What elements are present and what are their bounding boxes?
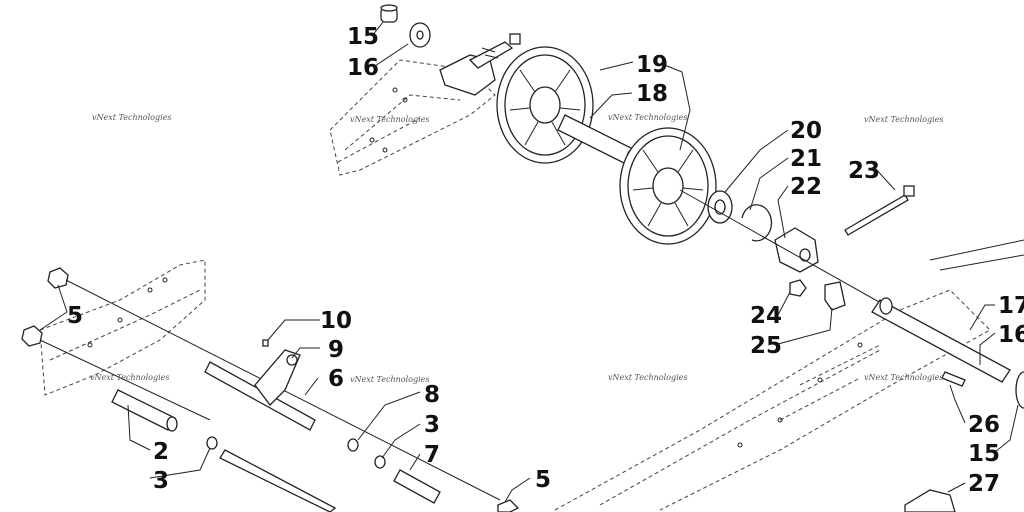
small-washer-a xyxy=(347,438,359,452)
small-washer-b xyxy=(374,455,386,469)
small-bracket-right xyxy=(824,281,846,311)
callout-16-right: 16 xyxy=(998,322,1024,348)
nut-right xyxy=(789,279,807,297)
callout-9: 9 xyxy=(328,337,344,363)
watermark: vNext Technologies xyxy=(350,115,429,124)
watermarks: vNext Technologies vNext Technologies vN… xyxy=(90,113,943,384)
watermark: vNext Technologies xyxy=(864,373,943,382)
watermark: vNext Technologies xyxy=(350,375,429,384)
callout-8: 8 xyxy=(424,382,440,408)
callout-18: 18 xyxy=(636,81,668,107)
watermark: vNext Technologies xyxy=(90,373,169,382)
callout-24: 24 xyxy=(750,303,782,329)
callout-19: 19 xyxy=(636,52,668,78)
bushing xyxy=(393,469,441,504)
callout-5-bottom: 5 xyxy=(535,467,551,493)
pivot-arm xyxy=(254,339,301,406)
watermark: vNext Technologies xyxy=(864,115,943,124)
leader-lines xyxy=(39,21,1019,503)
callout-3-left: 3 xyxy=(153,468,169,494)
axle-right xyxy=(871,297,1011,383)
callout-27: 27 xyxy=(968,471,1000,497)
callout-15-right: 15 xyxy=(968,441,1000,467)
callout-15-top: 15 xyxy=(347,24,379,50)
snap-ring xyxy=(741,204,773,242)
spacer-tube xyxy=(111,389,178,432)
idler-wheel-back xyxy=(496,46,594,164)
lower-left-rail xyxy=(39,259,206,396)
callout-3-mid: 3 xyxy=(424,412,440,438)
shaft-upper xyxy=(204,361,316,431)
callout-20: 20 xyxy=(790,118,822,144)
watermark: vNext Technologies xyxy=(608,113,687,122)
bolt-right xyxy=(941,371,966,387)
callout-26: 26 xyxy=(968,412,1000,438)
long-bolt xyxy=(844,185,915,236)
callout-5-left: 5 xyxy=(67,303,83,329)
bracket-bottom-right xyxy=(904,489,956,512)
idler-wheel-front xyxy=(619,127,717,245)
lower-right-rail xyxy=(554,239,1024,511)
callout-21: 21 xyxy=(790,146,822,172)
callout-labels: 15 16 19 18 20 21 22 23 5 10 9 6 8 3 7 2… xyxy=(67,24,1024,497)
washer-top xyxy=(409,22,431,48)
nut-left-b xyxy=(21,325,43,347)
watermark: vNext Technologies xyxy=(92,113,171,122)
shaft-lower xyxy=(219,449,337,512)
callout-23: 23 xyxy=(848,158,880,184)
nut-lower xyxy=(497,499,520,512)
wheel-edge-right xyxy=(1015,371,1024,409)
end-bracket xyxy=(774,227,819,273)
callout-6: 6 xyxy=(328,366,344,392)
watermark: vNext Technologies xyxy=(608,373,687,382)
callout-7: 7 xyxy=(424,442,440,468)
callout-2: 2 xyxy=(153,439,169,465)
nut-left-a xyxy=(47,267,69,289)
callout-16-top: 16 xyxy=(347,55,379,81)
callout-10: 10 xyxy=(320,308,352,334)
cap-nut-top xyxy=(380,4,398,23)
callout-22: 22 xyxy=(790,174,822,200)
callout-17: 17 xyxy=(998,293,1024,319)
axle-bracket-top xyxy=(439,33,521,96)
small-washer-c xyxy=(206,436,218,450)
callout-25: 25 xyxy=(750,333,782,359)
upper-rail xyxy=(329,59,496,176)
bearing xyxy=(707,190,733,224)
